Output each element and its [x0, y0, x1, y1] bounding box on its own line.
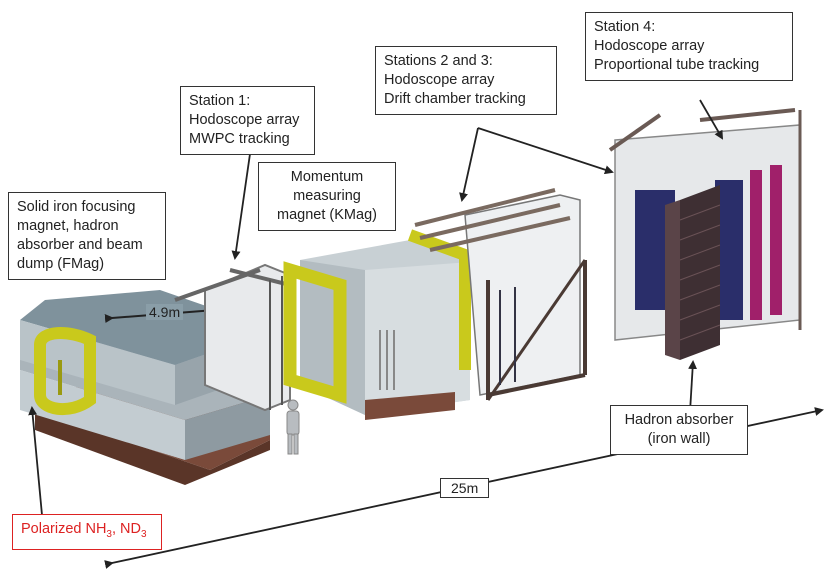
stations23-label-line: Hodoscope array — [384, 72, 495, 88]
station1-label-line: MWPC tracking — [189, 131, 290, 147]
station1-label: Station 1: Hodoscope array MWPC tracking — [180, 86, 315, 155]
target-label: Polarized NH3, ND3 — [12, 514, 162, 550]
station1-label-line: Station 1: — [189, 93, 251, 109]
kmag-label-line: Momentum — [290, 169, 364, 185]
fmag-length-label: 4.9m — [146, 304, 184, 320]
fmag-label: Solid iron focusing magnet, hadron absor… — [8, 192, 166, 280]
target-label-sub1: 3 — [106, 528, 112, 540]
station1-label-line: Hodoscope array — [189, 112, 300, 128]
stations23-label-line: Stations 2 and 3: — [384, 53, 493, 69]
station1-detectors — [174, 263, 291, 412]
absorber-arrow — [688, 360, 698, 413]
hadron-absorber-wall — [665, 185, 721, 360]
stations23-label-line: Drift chamber tracking — [384, 91, 526, 107]
kmag-magnet — [283, 229, 471, 420]
stations23-arrow-a — [459, 127, 479, 202]
kmag-label-line: magnet (KMag) — [277, 207, 377, 223]
kmag-label: Momentum measuring magnet (KMag) — [258, 162, 396, 231]
station4-label-line: Proportional tube tracking — [594, 57, 760, 73]
station4-label-line: Hodoscope array — [594, 38, 705, 54]
target-label-text: Polarized NH3, ND3 — [21, 520, 153, 544]
fmag-label-line: dump (FMag) — [17, 256, 105, 272]
stations23-arrow-b — [477, 127, 614, 175]
overall-length-label: 25m — [440, 478, 490, 498]
hadron-absorber-label: Hadron absorber (iron wall) — [610, 405, 748, 455]
target-label-prefix: Polarized NH — [21, 521, 107, 537]
station4-label: Station 4: Hodoscope array Proportional … — [585, 12, 793, 81]
station4-label-line: Station 4: — [594, 19, 656, 35]
target-label-sub2: 3 — [140, 528, 147, 540]
fmag-label-line: Solid iron focusing — [17, 199, 136, 215]
hadron-absorber-label-line: Hadron absorber — [624, 412, 734, 428]
fmag-label-line: magnet, hadron — [17, 218, 119, 234]
target-arrow — [28, 406, 43, 516]
stations23-label: Stations 2 and 3: Hodoscope array Drift … — [375, 46, 557, 115]
station1-arrow — [231, 139, 253, 260]
target-label-mid: , ND — [111, 521, 141, 537]
kmag-label-line: measuring — [293, 188, 361, 204]
hadron-absorber-label-line: (iron wall) — [647, 431, 711, 447]
fmag-label-line: absorber and beam — [17, 237, 143, 253]
stations23-detectors — [414, 188, 587, 401]
person-figure — [286, 399, 300, 455]
station4-arrow — [699, 99, 724, 140]
